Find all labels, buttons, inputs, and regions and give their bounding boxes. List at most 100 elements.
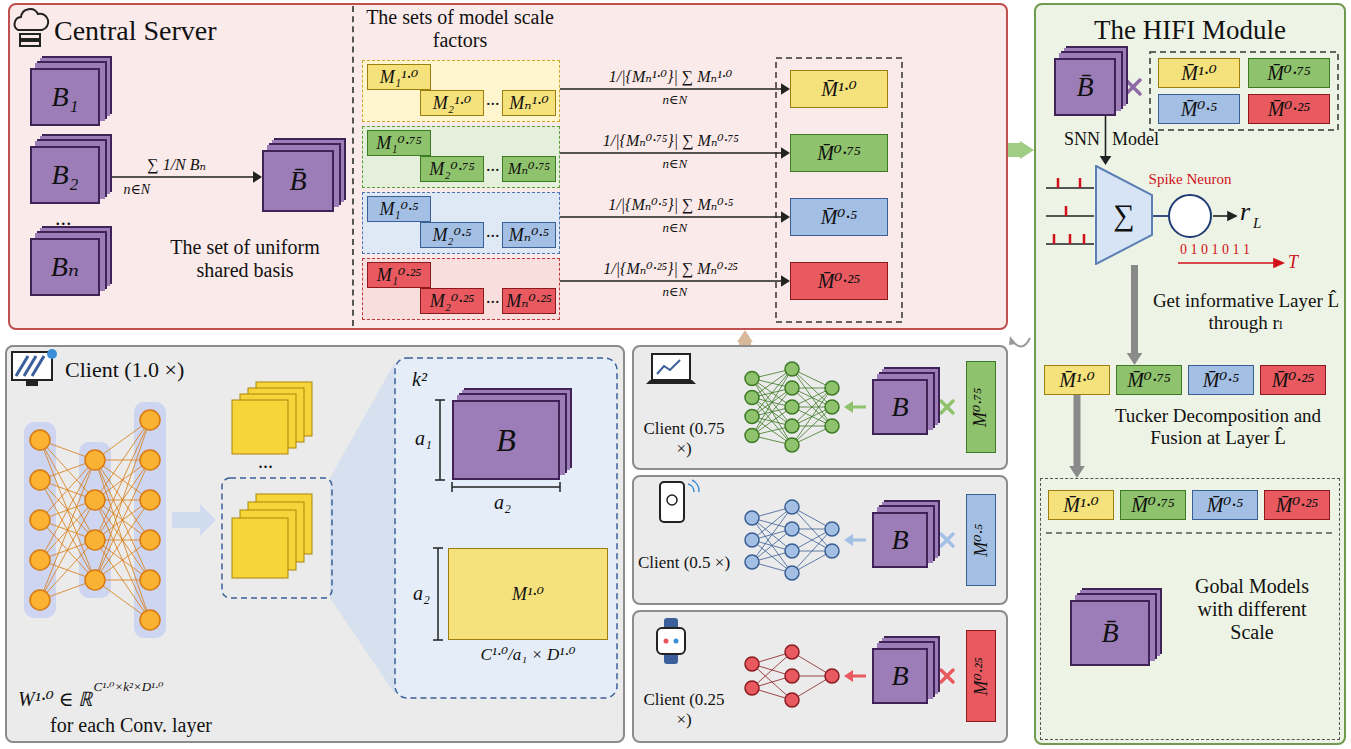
scale-factor-group: ...M₁⁰·⁷⁵M₂⁰·⁷⁵Mₙ⁰·⁷⁵ [362,126,560,188]
caption: for each Conv. layer [50,714,212,737]
heading: Client (0.25 ×) [636,690,732,729]
node-text: M₁⁰·²⁵ [377,265,422,286]
scale-factor-box: M̄⁰·⁷⁵ [1120,490,1186,520]
spike-neuron: Spike Neuron [1168,194,1212,238]
dimension: a₁ [415,427,432,450]
arrow-head [253,171,262,183]
ellipsis: ... [258,450,273,473]
spike-train [1046,188,1094,244]
scale-factor-box: M₂⁰·⁵ [420,222,484,248]
global-model-box: Gobal Models with different Scale M̄¹·⁰ M̄… [1040,478,1340,740]
scale-factor-box: M⁰·⁵ [966,494,996,586]
dimension: a₂ [413,582,430,605]
scale-factor-box: Mₙ⁰·⁷⁵ [502,156,556,182]
dimension: k² [412,368,427,391]
node-text: B [891,391,908,423]
heading: Central Server [54,15,217,47]
node-text: M̄¹·⁰ [1181,62,1217,85]
client-ground [5,345,625,743]
panel: Client (0.25 ×)BM⁰·²⁵ [632,610,1008,743]
panel: Client (0.5 ×) B M⁰·⁵ [632,475,1008,605]
heading: The HIFI Module [1036,15,1344,46]
server-icon [15,9,49,46]
node-text: M̄⁰·⁵ [1203,369,1240,392]
scale-factor-box: M̄⁰·⁵ [1192,490,1258,520]
edge-formula: 1/|{Mₙ¹·⁰}| ∑ Mₙ¹·⁰ [609,68,733,86]
basis-stack: B₂ [30,146,100,204]
basis-stack: B [872,379,928,435]
heading: Client (0.75 ×) [636,419,732,458]
math-symbol: r [1240,197,1250,227]
arrow-head [781,147,790,159]
time-symbol: T [1288,252,1298,273]
node-text: B [891,524,908,556]
node-text: ∑ [1113,198,1134,233]
node-text: M̄⁰·⁷⁵ [1127,369,1171,392]
scale-factor-box: M̄⁰·⁷⁵ [790,134,888,172]
return-arrow-head [1009,336,1016,345]
node-text: B [496,422,516,459]
arrow-head [781,83,790,95]
multiply-symbol [1126,80,1140,94]
node-text: M₂¹·⁰ [433,93,471,114]
scale-factor-box: M̄⁰·²⁵ [1260,365,1326,395]
connector [560,280,782,282]
arrow-head [1069,466,1085,478]
scale-factor-group: ...M₁⁰·⁵M₂⁰·⁵Mₙ⁰·⁵ [362,192,560,254]
scale-factor-box: M̄¹·⁰ [1048,490,1114,520]
laptop-icon [646,354,696,384]
scale-factor-box: M̄⁰·²⁵ [1264,490,1330,520]
edge-formula: 1/|{Mₙ⁰·⁵}| ∑ Mₙ⁰·⁵ [608,196,733,214]
arrow-head [1020,141,1034,159]
sum-index: n∈N [663,221,688,236]
node-text: M̄⁰·⁵ [821,206,858,229]
arrow-head [781,211,790,223]
caption: The set of uniform shared basis [150,236,340,282]
scale-factor-box: M̄⁰·⁵ [790,198,888,236]
heading: Gobal Models with different Scale [1177,575,1327,644]
ellipsis: ... [55,205,72,230]
dashed-group [1150,52,1338,130]
node-text: M̄⁰·²⁵ [1276,494,1319,517]
arrow-head [737,330,753,342]
dimension: a₂ [494,491,511,514]
basis-stack: B̄ [262,150,334,212]
client-ground [632,610,1008,743]
scale-factor-box: M¹·⁰ [448,548,608,640]
math-subscript: L [1253,215,1261,232]
node-text: M₂⁰·²⁵ [430,291,475,312]
scale-factor-box: M̄⁰·²⁵ [1248,94,1330,124]
step-label: Get informative Layer L̂ through rₗ [1152,290,1340,334]
panel: The HIFI ModuleB̄M̄¹·⁰M̄⁰·⁷⁵M̄⁰·⁵M̄⁰·²⁵∑… [1034,3,1346,745]
node-text: M⁰·⁵ [971,524,992,557]
heading: ... [486,89,500,110]
heading: ... [486,287,500,308]
scale-factor-group: ...M₁¹·⁰M₂¹·⁰Mₙ¹·⁰ [362,60,560,122]
scale-factor-box: M₂⁰·⁷⁵ [420,156,484,182]
scale-factor-box: M₁⁰·²⁵ [367,262,431,288]
heading: Client (0.5 ×) [636,553,732,573]
scale-factor-box: M̄⁰·⁵ [1188,365,1254,395]
node-text: M¹·⁰ [512,584,544,605]
arrow [172,504,216,536]
monitor-icon [12,349,57,386]
basis-stack: B₁ [30,68,100,126]
zoom-wedge [330,362,395,694]
scale-factor-box: M̄¹·⁰ [790,70,888,108]
scale-factor-group: ...M₁⁰·²⁵M₂⁰·²⁵Mₙ⁰·²⁵ [362,258,560,320]
basis-stack: B [872,648,928,704]
multiply-symbols [941,401,953,682]
scale-factor-box: M̄⁰·⁷⁵ [1116,365,1182,395]
node-text: M̄⁰·⁷⁵ [817,142,861,165]
scale-factor-box: M̄⁰·⁵ [1158,94,1240,124]
arrow-head [781,275,790,287]
node-text: M̄¹·⁰ [1063,494,1099,517]
client-ground [632,345,1008,470]
node-text: M̄¹·⁰ [1059,369,1095,392]
node-text: M̄⁰·²⁵ [1268,98,1311,121]
connector [1105,116,1107,157]
connector [1153,215,1168,217]
bit-sequence: 0 1 0 1 0 1 1 [1180,242,1250,258]
node-text: B̄ [1076,71,1093,103]
hifi-ground [1034,3,1346,745]
